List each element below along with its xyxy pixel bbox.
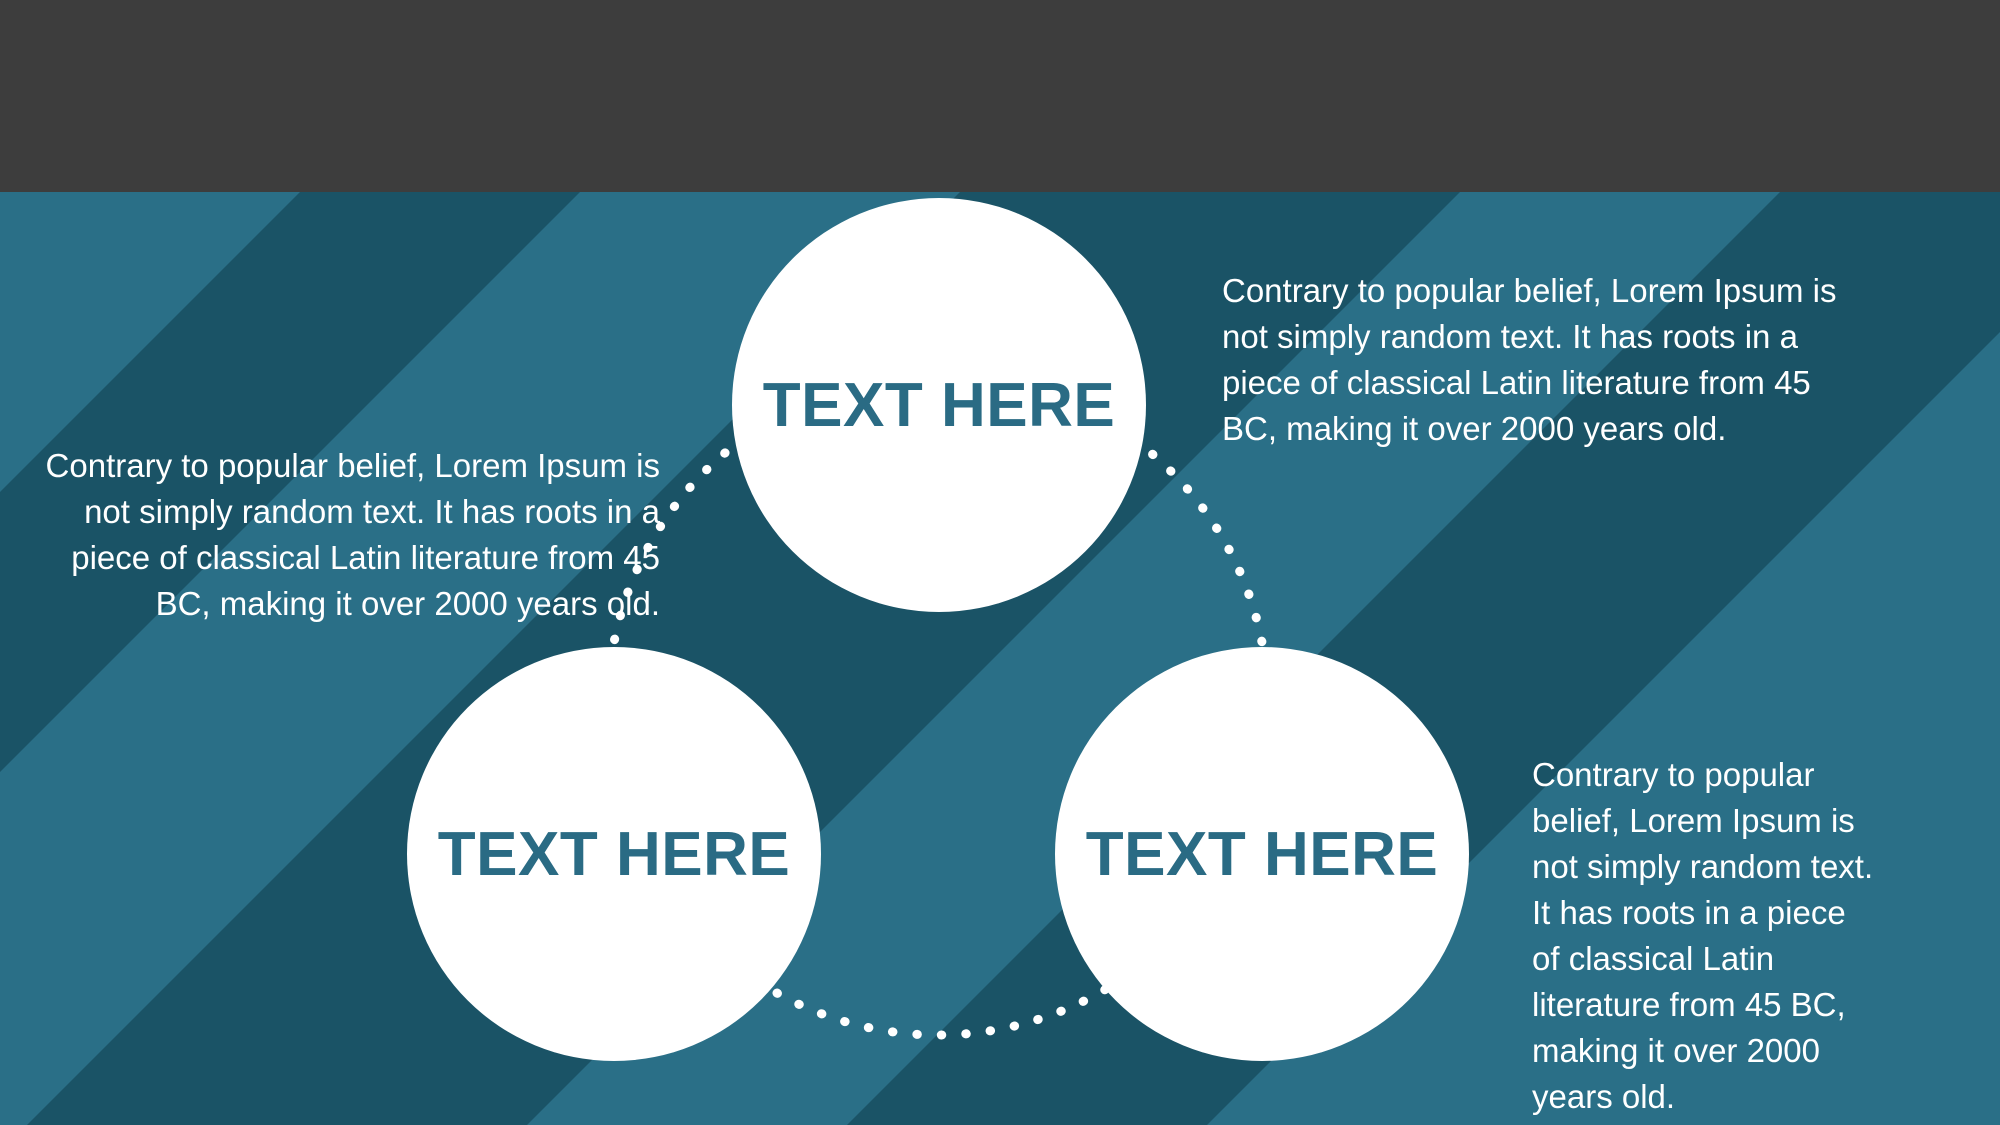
node-top[interactable]: TEXT HERE: [732, 198, 1146, 612]
node-bottom-left[interactable]: TEXT HERE: [407, 647, 821, 1061]
node-bottom-right[interactable]: TEXT HERE: [1055, 647, 1469, 1061]
description-top-right: Contrary to popular belief, Lorem Ipsum …: [1222, 272, 1837, 447]
node-bottom-left-label: TEXT HERE: [437, 819, 791, 889]
node-bottom-right-label: TEXT HERE: [1085, 819, 1439, 889]
header-bar: [0, 0, 2000, 192]
description-mid-left: Contrary to popular belief, Lorem Ipsum …: [45, 447, 660, 622]
description-bottom-right: Contrary to popular belief, Lorem Ipsum …: [1532, 756, 1874, 1115]
node-top-label: TEXT HERE: [762, 370, 1116, 440]
